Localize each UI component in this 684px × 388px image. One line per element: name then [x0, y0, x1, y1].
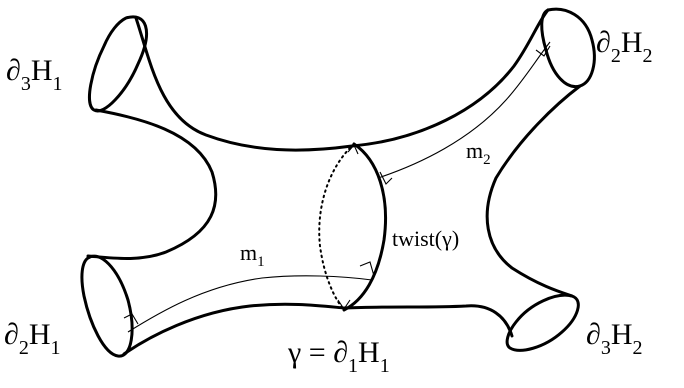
right-lower-outline: [342, 304, 514, 338]
boundary-d2H2: [540, 7, 596, 89]
left-lower-outline: [122, 302, 346, 356]
right-angle-m1-left: [123, 313, 139, 325]
seam-gamma-front: [342, 142, 388, 312]
left-upper-outline: [134, 16, 354, 152]
geodesic-m2: [377, 41, 551, 179]
label-d2H2: ∂2H2: [596, 26, 653, 67]
label-d3H1: ∂3H1: [6, 54, 63, 95]
geodesic-m1: [127, 275, 373, 333]
label-d3H2: ∂3H2: [586, 318, 643, 359]
boundary-d3H2: [505, 293, 580, 352]
right-crotch-outline: [485, 84, 582, 298]
right-angle-m1-right: [359, 261, 375, 277]
label-gamma: γ = ∂1H1: [287, 336, 390, 377]
seam-gamma-back: [318, 143, 355, 311]
left-crotch-outline: [86, 108, 218, 260]
right-angle-m2-right: [535, 45, 551, 57]
label-m1: m1: [240, 240, 265, 270]
right-angle-m2-left: [379, 171, 393, 185]
right-upper-outline: [350, 8, 550, 148]
label-twist: twist(γ): [392, 226, 459, 251]
label-m2: m2: [466, 138, 491, 168]
boundary-d2H1: [80, 254, 134, 358]
label-d2H1: ∂2H1: [4, 318, 61, 359]
boundary-d3H1: [87, 15, 148, 113]
